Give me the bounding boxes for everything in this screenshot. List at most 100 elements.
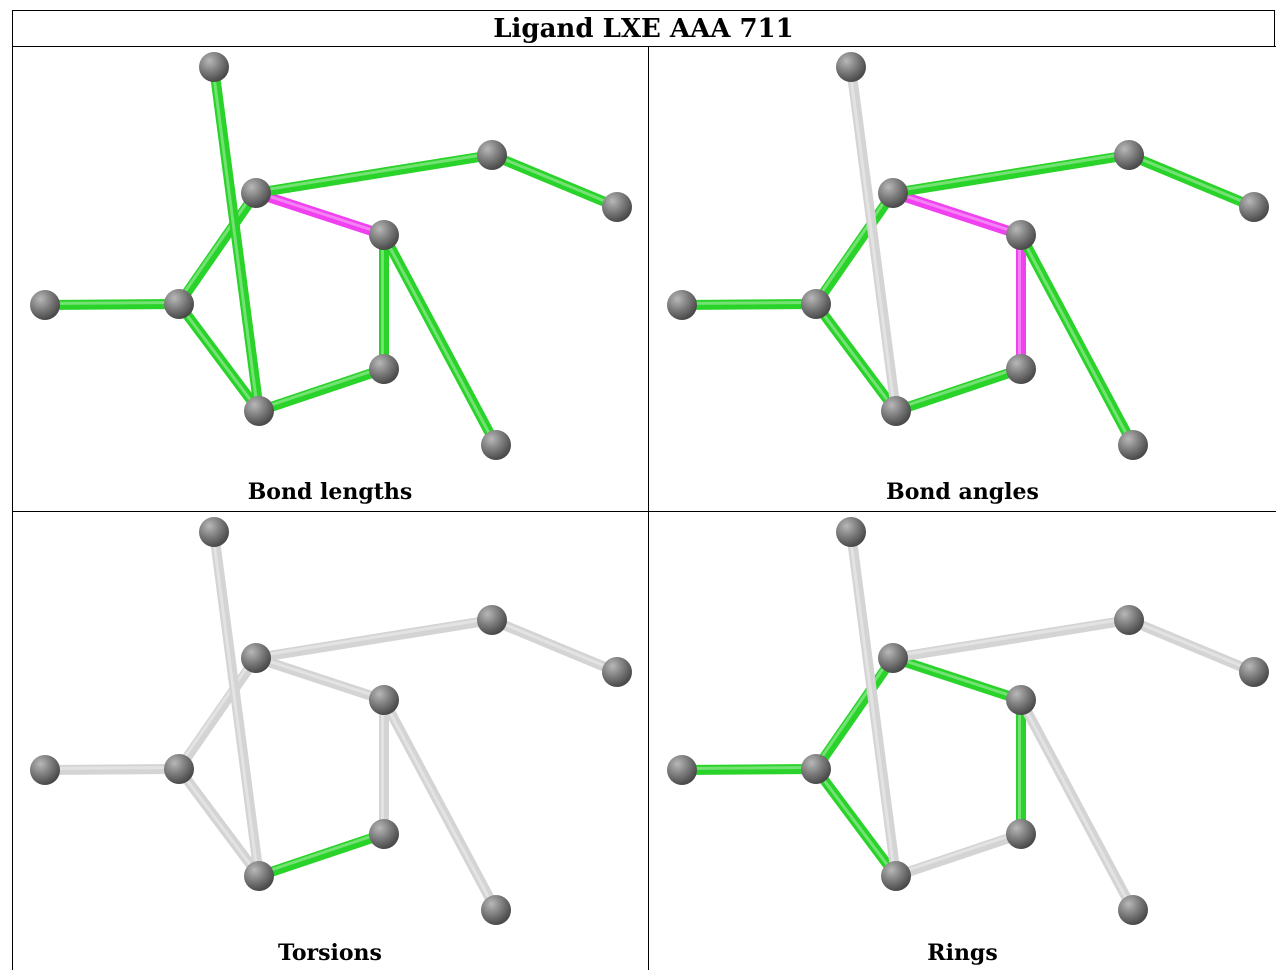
bond-highlight bbox=[891, 617, 1128, 658]
bond-highlight bbox=[381, 697, 496, 910]
bond-a5-a6 bbox=[254, 364, 389, 416]
atom-a3 bbox=[241, 643, 271, 673]
bond-a1-a2 bbox=[40, 764, 184, 775]
bond-a2-a6 bbox=[174, 299, 264, 416]
atom-a7 bbox=[199, 52, 229, 82]
bond-highlight bbox=[680, 301, 815, 305]
bond-highlight bbox=[489, 617, 617, 672]
bond-a4-a10 bbox=[1016, 230, 1138, 450]
bond-highlight bbox=[489, 152, 617, 207]
bond-a8-a9 bbox=[487, 615, 622, 677]
atom-a8 bbox=[477, 140, 507, 170]
atom-a9 bbox=[602, 657, 632, 687]
bond-highlight bbox=[1126, 152, 1254, 207]
bond-a6-a7 bbox=[209, 62, 264, 416]
bond-highlight bbox=[848, 530, 896, 875]
bond-a4-a10 bbox=[379, 230, 501, 450]
bond-a1-a2 bbox=[40, 299, 184, 310]
bond-a2-a6 bbox=[811, 299, 901, 416]
left-border bbox=[12, 10, 13, 970]
atom-a10 bbox=[481, 430, 511, 460]
atom-a5 bbox=[1006, 354, 1036, 384]
caption-torsions: Torsions bbox=[278, 940, 382, 966]
bond-a3-a8 bbox=[251, 615, 497, 663]
bond-a3-a4 bbox=[251, 653, 389, 705]
bond-highlight bbox=[254, 655, 383, 700]
bond-a1-a2 bbox=[677, 299, 821, 310]
bond-highlight bbox=[1126, 617, 1254, 672]
bond-a3-a4 bbox=[888, 188, 1026, 240]
bond-a6-a7 bbox=[846, 62, 901, 416]
bond-highlight bbox=[891, 152, 1128, 193]
bond-highlight bbox=[891, 190, 1020, 235]
bond-highlight bbox=[254, 152, 491, 193]
atom-a4 bbox=[369, 685, 399, 715]
bond-a3-a4 bbox=[888, 653, 1026, 705]
bond-highlight bbox=[176, 190, 256, 304]
bond-highlight bbox=[848, 65, 896, 410]
bond-highlight bbox=[176, 301, 259, 411]
atom-a2 bbox=[801, 754, 831, 784]
atom-a7 bbox=[836, 52, 866, 82]
bond-a2-a3 bbox=[174, 653, 261, 774]
bond-highlight bbox=[257, 366, 383, 411]
bond-highlight bbox=[1018, 697, 1133, 910]
atom-a2 bbox=[164, 289, 194, 319]
atom-a6 bbox=[881, 861, 911, 891]
atom-a6 bbox=[244, 861, 274, 891]
atom-a5 bbox=[369, 354, 399, 384]
row-divider bbox=[12, 511, 1276, 512]
bond-a5-a6 bbox=[254, 829, 389, 881]
bond-highlight bbox=[813, 190, 893, 304]
panel-torsions: Torsions bbox=[12, 512, 648, 970]
atom-a1 bbox=[30, 290, 60, 320]
atom-a8 bbox=[1114, 605, 1144, 635]
atom-a8 bbox=[1114, 140, 1144, 170]
atom-a4 bbox=[1006, 220, 1036, 250]
bond-highlight bbox=[894, 831, 1020, 876]
atom-a3 bbox=[241, 178, 271, 208]
atom-a5 bbox=[369, 819, 399, 849]
panel-bond-lengths: Bond lengths bbox=[12, 47, 648, 511]
bond-a3-a8 bbox=[888, 615, 1134, 663]
bond-highlight bbox=[176, 766, 259, 876]
molecule-bond-angles bbox=[667, 52, 1269, 460]
atom-a10 bbox=[1118, 430, 1148, 460]
bond-a1-a2 bbox=[677, 764, 821, 775]
bond-a6-a7 bbox=[846, 527, 901, 881]
bond-a5-a6 bbox=[891, 364, 1026, 416]
bond-highlight bbox=[257, 831, 383, 876]
bond-a3-a4 bbox=[251, 188, 389, 240]
atom-a8 bbox=[477, 605, 507, 635]
atom-a1 bbox=[667, 290, 697, 320]
bond-highlight bbox=[891, 655, 1020, 700]
bond-a4-a10 bbox=[379, 695, 501, 915]
molecule-torsions bbox=[30, 517, 632, 925]
bond-highlight bbox=[680, 766, 815, 770]
bond-a6-a7 bbox=[209, 527, 264, 881]
bond-highlight bbox=[813, 766, 896, 876]
ligand-title: Ligand LXE AAA 711 bbox=[12, 10, 1275, 46]
atom-a4 bbox=[1006, 685, 1036, 715]
bond-highlight bbox=[176, 655, 256, 769]
atom-a10 bbox=[1118, 895, 1148, 925]
bond-a8-a9 bbox=[1124, 150, 1259, 212]
bond-a3-a8 bbox=[251, 150, 497, 198]
caption-bond-lengths: Bond lengths bbox=[247, 479, 413, 505]
caption-rings: Rings bbox=[927, 940, 998, 966]
bond-a2-a3 bbox=[174, 188, 261, 309]
bond-highlight bbox=[211, 65, 259, 410]
molecule-bond-lengths bbox=[30, 52, 632, 460]
atom-a10 bbox=[481, 895, 511, 925]
bond-highlight bbox=[254, 190, 383, 235]
atom-a4 bbox=[369, 220, 399, 250]
bond-a2-a3 bbox=[811, 188, 898, 309]
atom-a5 bbox=[1006, 819, 1036, 849]
bond-highlight bbox=[254, 617, 491, 658]
bond-highlight bbox=[211, 530, 259, 875]
bond-a8-a9 bbox=[487, 150, 622, 212]
molecule-rings bbox=[667, 517, 1269, 925]
bond-a2-a3 bbox=[811, 653, 898, 774]
atom-a9 bbox=[602, 192, 632, 222]
